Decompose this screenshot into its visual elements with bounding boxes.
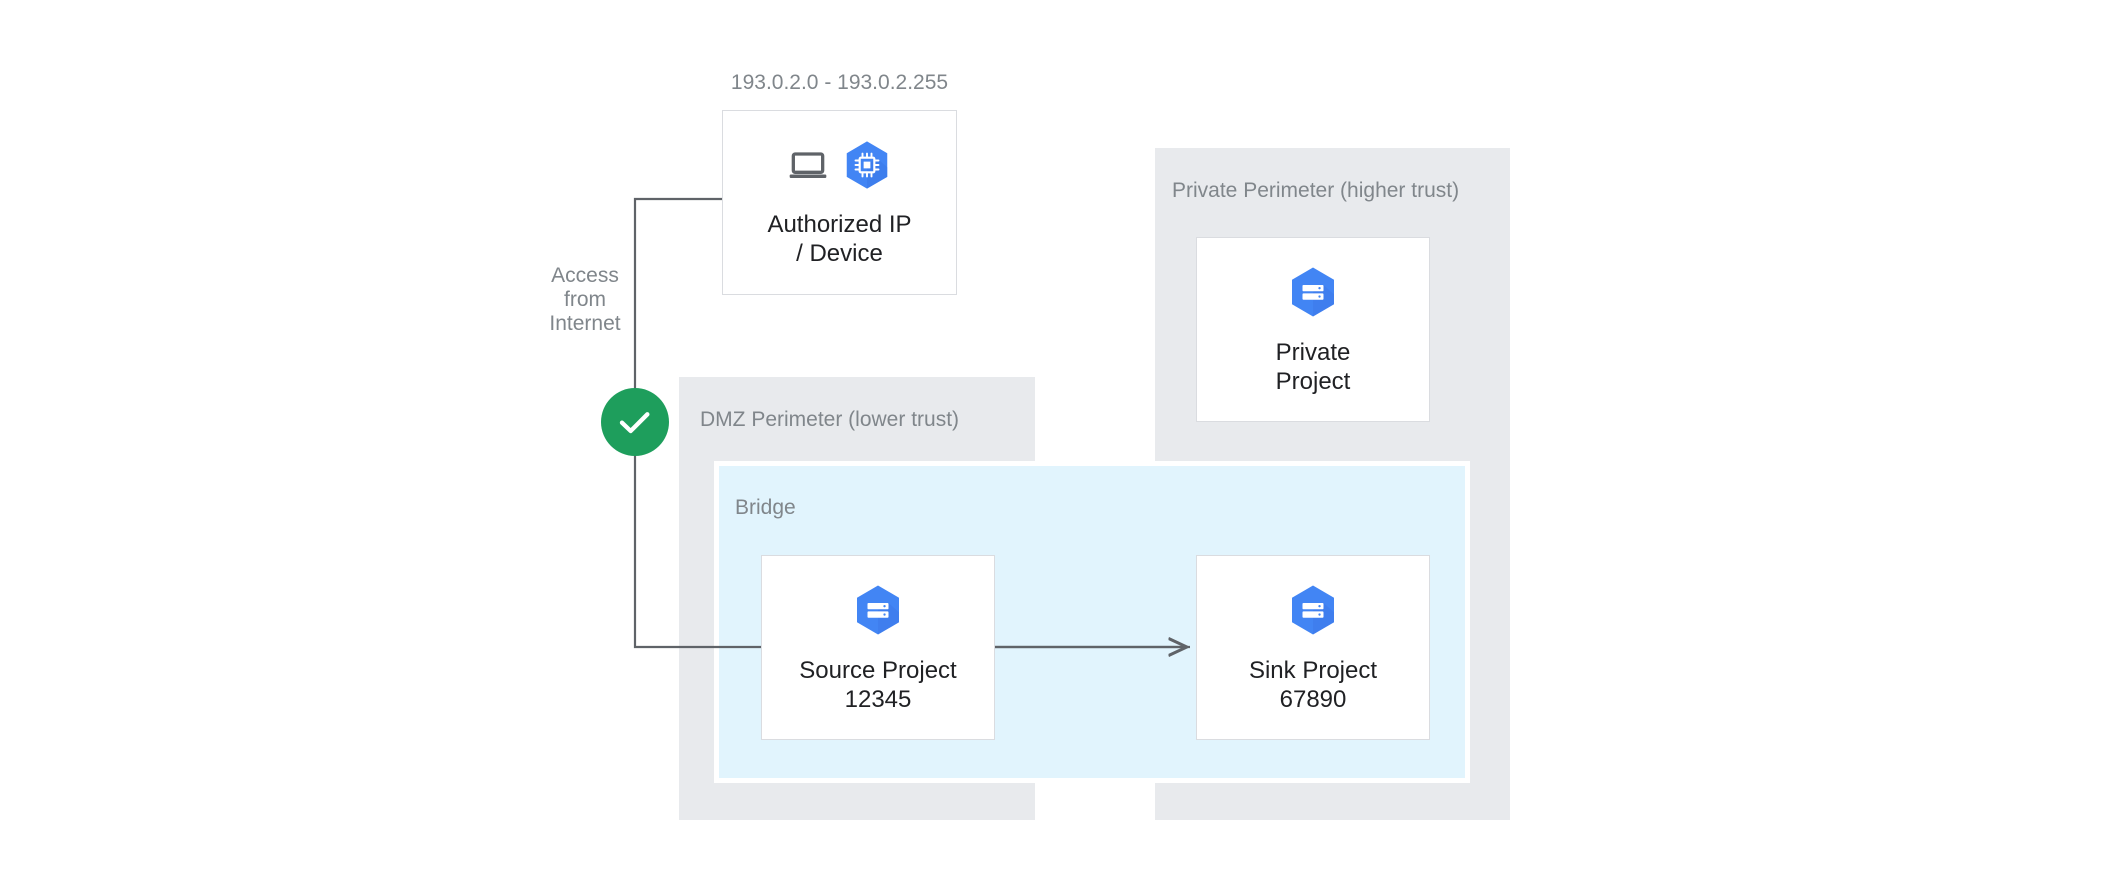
node-label-source-project: Source Project 12345 [799, 656, 957, 713]
laptop-icon [789, 151, 826, 178]
node-sink-project[interactable]: Sink Project 67890 [1196, 555, 1430, 740]
bridge-label: Bridge [735, 496, 796, 519]
node-icon-group [1285, 264, 1341, 320]
check-icon [619, 412, 650, 434]
node-label-authorized-ip-device: Authorized IP / Device [767, 210, 912, 267]
node-label-sink-project: Sink Project 67890 [1248, 656, 1378, 713]
perimeter-private-label: Private Perimeter (higher trust) [1172, 179, 1460, 202]
node-source-project[interactable]: Source Project 12345 [761, 555, 995, 740]
caption-ip-range: 193.0.2.0 - 193.0.2.255 [730, 71, 949, 94]
node-icon-group [1285, 582, 1341, 638]
node-authorized-ip-device[interactable]: Authorized IP / Device [722, 110, 957, 295]
compute-chip-icon [846, 140, 887, 189]
project-icon [857, 585, 899, 634]
perimeter-dmz-label: DMZ Perimeter (lower trust) [700, 408, 960, 431]
node-icon-group [850, 582, 906, 638]
project-icon [1292, 267, 1334, 316]
node-icon-group [786, 138, 894, 192]
connector-label-access-from-internet: Access from Internet [549, 264, 621, 335]
project-icon [1292, 585, 1334, 634]
node-label-private-project: Private Project [1275, 338, 1351, 395]
allowed-check-badge [601, 388, 669, 456]
node-private-project[interactable]: Private Project [1196, 237, 1430, 422]
